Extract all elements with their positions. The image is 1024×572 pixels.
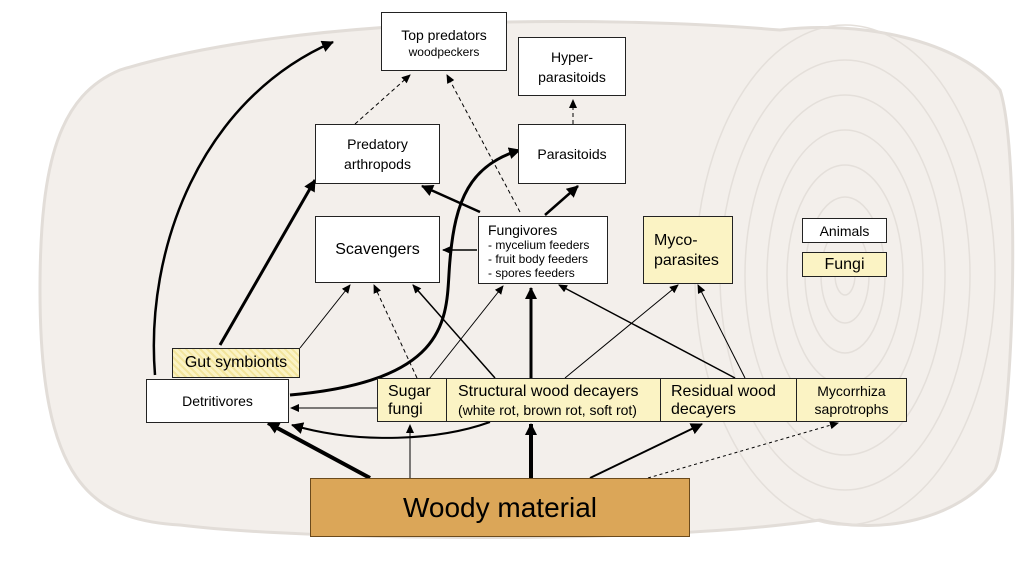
- predatory-arthropods-line1: Predatory: [347, 136, 408, 152]
- hyperparasitoids-line2: parasitoids: [538, 68, 606, 85]
- top-predators-title: Top predators: [401, 26, 487, 43]
- residual-decayers-line1: Residual wood: [671, 383, 776, 400]
- arrow-lines: [152, 40, 839, 480]
- fungivores-list: - mycelium feeders - fruit body feeders …: [488, 238, 607, 280]
- mycorrhiza-saprotrophs-box: Mycorrhiza saprotrophs: [796, 378, 907, 422]
- arrow-detritivores-to-parasitoids: [289, 147, 521, 397]
- detritivores-box: Detritivores: [146, 379, 289, 423]
- fungivores-item: - spores feeders: [488, 266, 575, 280]
- arrow-structural-to-scavengers: [412, 284, 496, 379]
- sugar-fungi-box: Sugar fungi: [377, 378, 447, 422]
- sugar-fungi-line1: Sugar: [388, 383, 431, 400]
- arrow-residual-to-myco: [697, 284, 746, 379]
- gut-symbionts-label: Gut symbionts: [184, 354, 288, 371]
- arrow-sugar-to-scavengers: [373, 284, 418, 379]
- arrow-predatory-to-top: [354, 74, 411, 125]
- hyperparasitoids-box: Hyper- parasitoids: [518, 37, 626, 96]
- residual-decayers-line2: decayers: [671, 401, 736, 418]
- top-predators-box: Top predators woodpeckers: [381, 12, 507, 71]
- structural-decayers-subtitle: (white rot, brown rot, soft rot): [458, 402, 637, 418]
- woody-material-box: Woody material: [310, 478, 690, 537]
- arrow-structural-to-myco: [564, 284, 679, 379]
- woody-material-label: Woody material: [402, 491, 597, 523]
- residual-wood-decayers-box: Residual wood decayers: [660, 378, 797, 422]
- fungivores-item: - fruit body feeders: [488, 252, 589, 266]
- arrow-woody-to-residual: [589, 423, 703, 479]
- mycoparasites-box: Myco- parasites: [643, 216, 733, 284]
- scavengers-label: Scavengers: [335, 240, 420, 258]
- arrow-gut-to-predatory: [218, 179, 317, 346]
- mycoparasites-line2: parasites: [654, 252, 719, 269]
- arrow-residual-to-fungivores: [558, 284, 736, 379]
- top-predators-subtitle: woodpeckers: [408, 44, 480, 59]
- hyperparasitoids-line1: Hyper-: [550, 48, 593, 65]
- arrow-sugar-to-fungivores: [429, 285, 504, 379]
- predatory-arthropods-box: Predatory arthropods: [315, 124, 440, 184]
- legend-fungi: Fungi: [802, 252, 887, 277]
- mycorrhiza-line2: saprotrophs: [814, 401, 889, 417]
- fungivores-title: Fungivores: [488, 222, 558, 238]
- predatory-arthropods-line2: arthropods: [344, 156, 411, 172]
- legend-fungi-label: Fungi: [824, 255, 865, 273]
- arrow-woody-to-detritivores: [267, 421, 371, 480]
- arrow-structural-curve-to-detritivores: [291, 421, 491, 439]
- fungivores-item: - mycelium feeders: [488, 238, 590, 252]
- arrow-gut-to-scavengers: [299, 284, 351, 349]
- parasitoids-label: Parasitoids: [537, 146, 607, 162]
- legend-animals-label: Animals: [819, 222, 870, 239]
- legend-animals: Animals: [802, 218, 887, 243]
- detritivores-label: Detritivores: [182, 393, 253, 409]
- structural-wood-decayers-box: Structural wood decayers (white rot, bro…: [446, 378, 661, 422]
- parasitoids-box: Parasitoids: [518, 124, 626, 184]
- mycoparasites-line1: Myco-: [654, 232, 698, 249]
- arrow-fungivores-to-predatory: [421, 184, 481, 214]
- arrow-detritivores-to-top: [152, 40, 334, 376]
- fungivores-box: Fungivores - mycelium feeders - fruit bo…: [478, 216, 608, 284]
- arrow-fungivores-to-parasitoids: [544, 185, 579, 216]
- gut-symbionts-box: Gut symbionts: [172, 348, 300, 378]
- arrow-woody-to-mycorrhiza: [647, 421, 839, 479]
- structural-decayers-title: Structural wood decayers: [458, 383, 639, 400]
- mycorrhiza-line1: Mycorrhiza: [817, 383, 886, 399]
- sugar-fungi-line2: fungi: [388, 401, 423, 418]
- scavengers-box: Scavengers: [315, 216, 440, 283]
- arrow-fungivores-to-top: [446, 74, 521, 213]
